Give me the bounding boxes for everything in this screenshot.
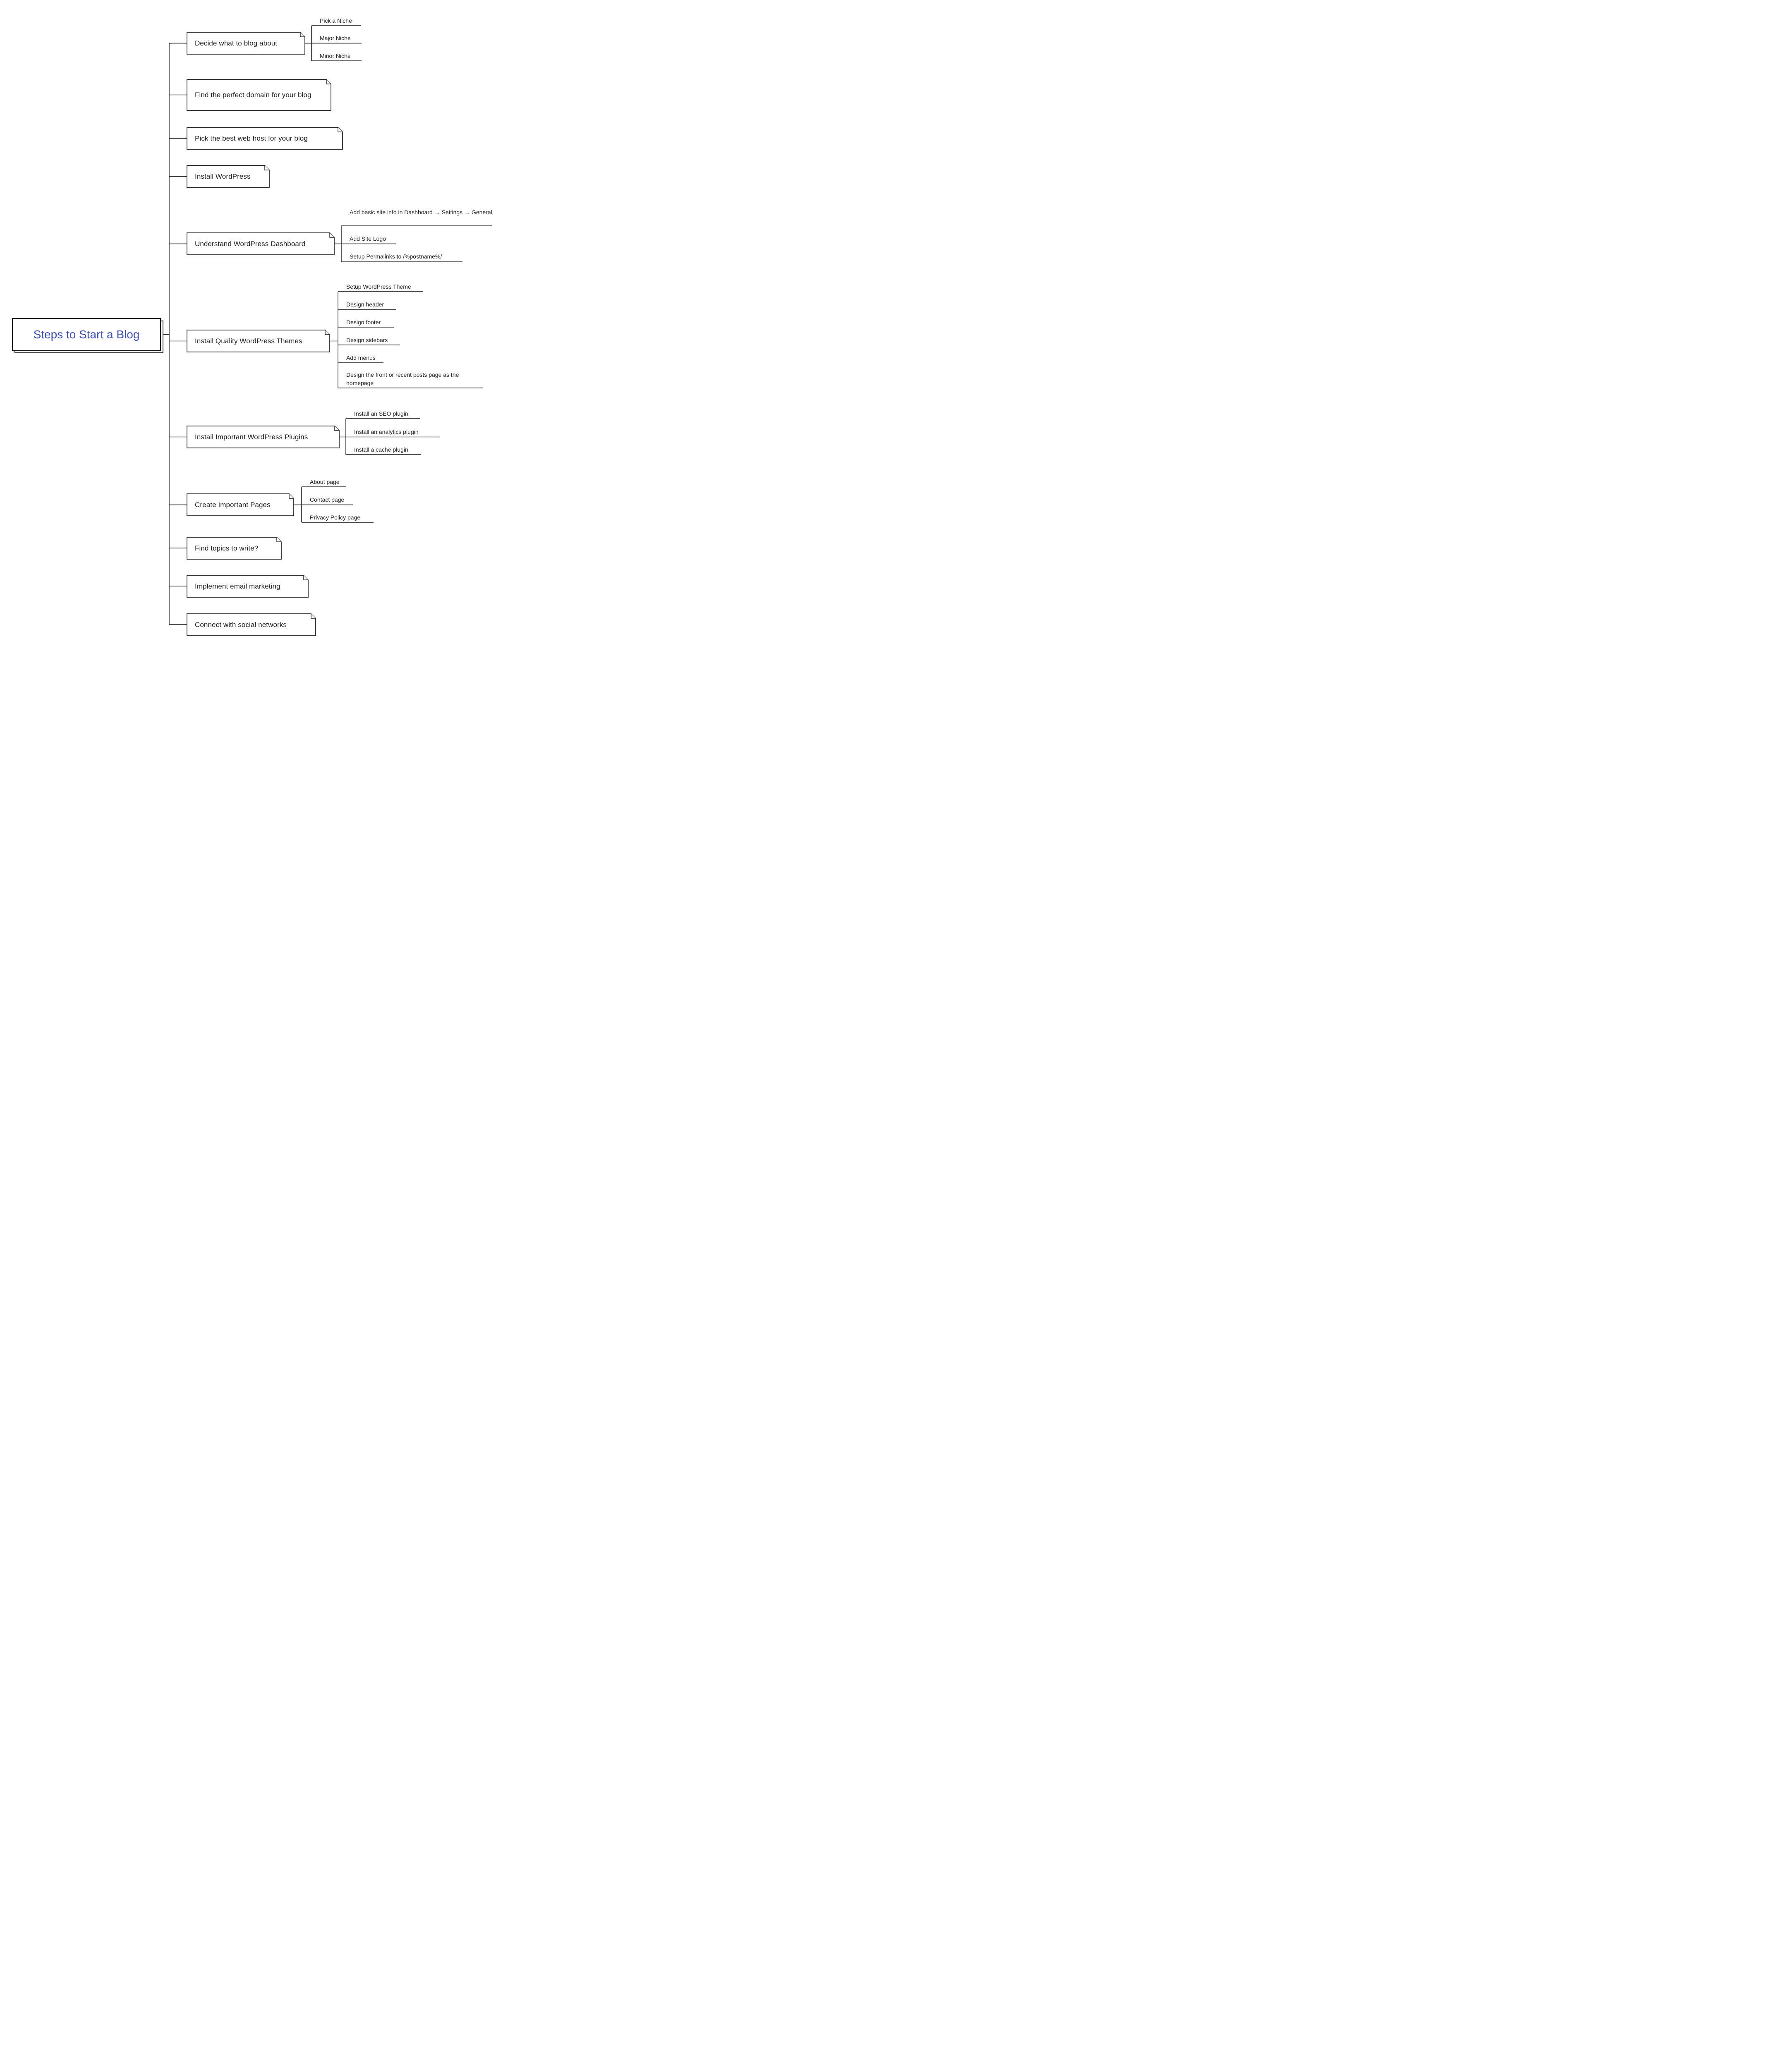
child-node-about-page[interactable]: About page xyxy=(310,479,340,485)
note-box xyxy=(187,232,335,255)
note-box xyxy=(187,426,340,448)
note-box xyxy=(187,32,305,55)
root-node[interactable]: Steps to Start a Blog xyxy=(33,328,140,341)
child-node-install-seo-plugin[interactable]: Install an SEO plugin xyxy=(354,410,408,417)
child-node-add-site-logo[interactable]: Add Site Logo xyxy=(350,235,386,242)
note-box xyxy=(187,330,330,352)
note-box xyxy=(187,127,343,150)
note-box xyxy=(187,537,282,560)
child-node-add-basic-site-info[interactable]: Add basic site info in Dashboard → Setti… xyxy=(350,209,492,215)
note-fold-corner xyxy=(338,127,343,132)
branch-node-connect-social-networks[interactable]: Connect with social networks xyxy=(195,620,287,629)
branch-node-decide-what-to-blog-about[interactable]: Decide what to blog about xyxy=(195,39,278,47)
mindmap-canvas: Steps to Start a Blog Decide what to blo… xyxy=(0,0,501,646)
child-node-minor-niche[interactable]: Minor Niche xyxy=(320,53,351,59)
note-fold-corner xyxy=(264,165,269,170)
note-fold-corner xyxy=(289,494,294,499)
child-node-design-front-page-homepage[interactable]: Design the front or recent posts page as… xyxy=(346,371,459,386)
branch-node-pick-best-web-host[interactable]: Pick the best web host for your blog xyxy=(195,134,308,142)
branch-node-install-quality-themes[interactable]: Install Quality WordPress Themes xyxy=(195,337,302,345)
mindmap-connector-layer xyxy=(12,25,492,636)
note-fold-corner xyxy=(276,537,281,542)
note-box xyxy=(187,493,294,516)
branch-node-install-important-plugins[interactable]: Install Important WordPress Plugins xyxy=(195,433,308,441)
note-box xyxy=(187,79,331,111)
child-node-install-analytics-plugin[interactable]: Install an analytics plugin xyxy=(354,428,419,435)
branch-node-find-perfect-domain[interactable]: Find the perfect domain for your blog xyxy=(195,91,311,99)
child-node-privacy-policy-page[interactable]: Privacy Policy page xyxy=(310,514,361,521)
child-node-setup-wordpress-theme[interactable]: Setup WordPress Theme xyxy=(346,283,411,290)
child-node-add-menus[interactable]: Add menus xyxy=(346,354,376,361)
branch-node-create-important-pages[interactable]: Create Important Pages xyxy=(195,500,271,509)
branch-node-understand-wp-dashboard[interactable]: Understand WordPress Dashboard xyxy=(195,239,306,248)
note-box xyxy=(187,575,309,598)
child-node-contact-page[interactable]: Contact page xyxy=(310,496,345,503)
child-node-major-niche[interactable]: Major Niche xyxy=(320,35,351,41)
child-node-design-footer[interactable]: Design footer xyxy=(346,319,381,326)
note-fold-corner xyxy=(326,79,331,84)
child-node-pick-a-niche[interactable]: Pick a Niche xyxy=(320,17,352,24)
child-node-design-sidebars[interactable]: Design sidebars xyxy=(346,337,388,343)
note-fold-corner xyxy=(303,575,308,580)
note-box xyxy=(187,613,316,636)
note-fold-corner xyxy=(311,614,316,619)
note-fold-corner xyxy=(325,330,330,335)
child-node-design-header[interactable]: Design header xyxy=(346,301,384,308)
branch-node-find-topics-to-write[interactable]: Find topics to write? xyxy=(195,544,259,552)
child-node-setup-permalinks[interactable]: Setup Permalinks to /%postname%/ xyxy=(350,253,442,260)
note-fold-corner xyxy=(334,426,339,431)
note-fold-corner xyxy=(300,32,305,37)
branch-node-install-wordpress[interactable]: Install WordPress xyxy=(195,172,251,180)
note-box xyxy=(187,165,270,188)
branch-node-implement-email-marketing[interactable]: Implement email marketing xyxy=(195,582,280,590)
child-node-install-cache-plugin[interactable]: Install a cache plugin xyxy=(354,446,408,453)
note-fold-corner xyxy=(329,233,334,238)
root-node-box xyxy=(12,318,161,351)
